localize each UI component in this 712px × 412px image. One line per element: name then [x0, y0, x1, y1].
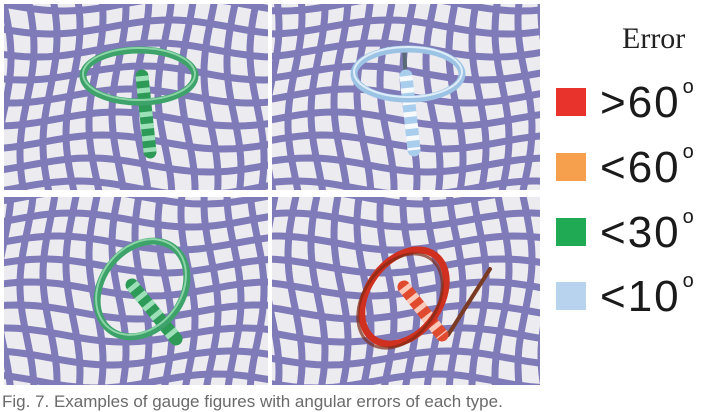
- gauge-figure-top-left: [4, 4, 268, 190]
- grid-line: [4, 4, 15, 130]
- gauge-figure-top-right: [272, 4, 540, 190]
- grid-line: [200, 197, 222, 385]
- grid-line: [39, 197, 61, 385]
- grid-line: [491, 4, 513, 190]
- grid-line: [330, 4, 352, 190]
- grid-line: [154, 4, 176, 190]
- grid-line: [16, 4, 38, 190]
- grid-line: [284, 4, 306, 190]
- legend-swatch: [556, 218, 586, 246]
- legend-swatch: [556, 88, 586, 116]
- grid-line: [4, 324, 268, 346]
- grid-line: [330, 197, 352, 385]
- grid-line: [85, 4, 107, 190]
- surface-grid: [4, 197, 268, 385]
- panel-bottom-right: [272, 197, 540, 385]
- grid-line: [353, 4, 375, 190]
- surface-grid: [4, 4, 268, 190]
- grid-line: [376, 197, 398, 385]
- grid-line: [62, 4, 84, 190]
- grid-line: [4, 347, 268, 369]
- grid-line: [4, 177, 268, 190]
- legend-title: Error: [622, 22, 686, 55]
- grid-line: [4, 301, 268, 323]
- grid-line: [223, 4, 245, 190]
- surface-grid: [272, 197, 540, 385]
- gauge-stem: [135, 69, 157, 159]
- grid-line: [200, 4, 222, 190]
- grid-line: [272, 197, 283, 385]
- grid-line: [4, 4, 268, 15]
- grid-line: [445, 197, 467, 385]
- grid-line: [16, 197, 38, 385]
- grid-line: [246, 4, 268, 190]
- gauge-stem: [397, 280, 449, 342]
- grid-line: [491, 197, 513, 385]
- grid-line: [445, 4, 467, 190]
- grid-line: [468, 197, 490, 385]
- grid-line: [307, 4, 329, 190]
- grid-line: [272, 4, 540, 15]
- grid-line: [514, 197, 536, 385]
- panel-top-right: [272, 4, 540, 190]
- grid-line: [272, 4, 283, 190]
- legend-swatch: [556, 282, 586, 310]
- grid-line: [307, 197, 329, 385]
- grid-line: [62, 197, 84, 385]
- legend-swatch: [556, 153, 586, 181]
- grid-line: [272, 154, 540, 176]
- grid-line: [223, 197, 245, 385]
- grid-line: [514, 4, 536, 190]
- gauge-figure-bottom-left: [4, 197, 268, 385]
- grid-line: [246, 197, 268, 385]
- grid-line: [468, 4, 490, 190]
- panel-bottom-left: [4, 197, 268, 385]
- grid-line: [284, 197, 306, 385]
- reference-normal: [446, 267, 492, 337]
- grid-line: [272, 347, 540, 369]
- grid-line: [154, 197, 176, 385]
- grid-line: [108, 197, 130, 385]
- grid-line: [399, 197, 421, 385]
- grid-line: [422, 197, 444, 385]
- gauge-stem: [125, 278, 183, 346]
- gauge-figure-bottom-right: [272, 197, 540, 385]
- grid-line: [4, 197, 15, 385]
- panel-top-left: [4, 4, 268, 190]
- grid-line: [177, 197, 199, 385]
- grid-line: [39, 4, 61, 190]
- gauge-stem: [399, 69, 421, 157]
- grid-line: [85, 197, 107, 385]
- grid-line: [131, 4, 153, 190]
- figure-caption: Fig. 7. Examples of gauge figures with a…: [2, 392, 503, 411]
